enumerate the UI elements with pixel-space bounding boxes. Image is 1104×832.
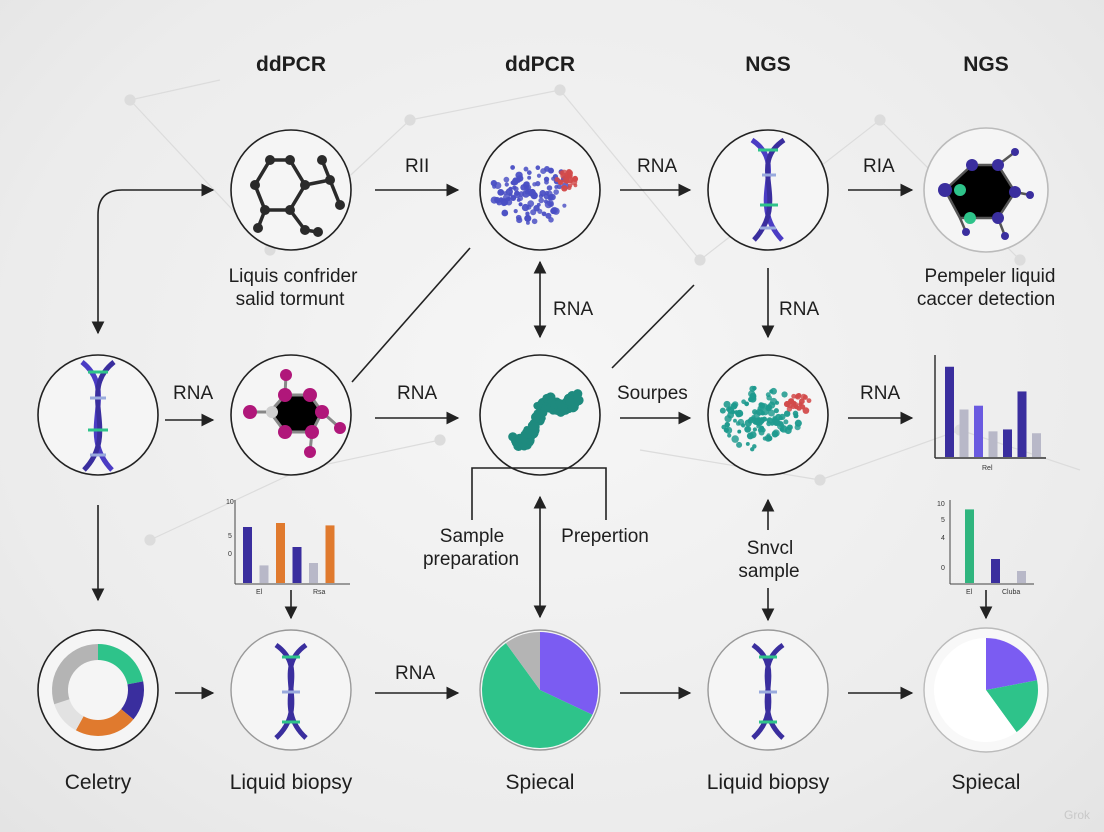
bar-right-bar bbox=[945, 366, 954, 457]
bottom-label: Spiecal bbox=[505, 771, 575, 794]
node-molecule-magenta bbox=[230, 354, 352, 476]
node-molecule-black bbox=[230, 129, 352, 251]
pie-right-slice bbox=[934, 638, 1017, 742]
bar-right-bar bbox=[1003, 429, 1012, 457]
pie-right-slice bbox=[986, 680, 1038, 733]
mini-right-ytick: 10 bbox=[937, 501, 945, 508]
arrow-left-loop bbox=[91, 183, 215, 335]
snvcl-label: sample bbox=[738, 561, 800, 582]
bottom-label: Spiecal bbox=[951, 771, 1021, 794]
donut-slice bbox=[54, 699, 84, 731]
node-caption: caccer detection bbox=[916, 289, 1056, 310]
node-pie-chart-right bbox=[923, 627, 1049, 753]
mini-right-xlabel: El bbox=[966, 589, 973, 596]
node-dna-helix-1 bbox=[707, 129, 829, 251]
arrows bbox=[91, 183, 993, 700]
node-protein-cluster bbox=[479, 129, 601, 251]
snvcl-label: Snvcl bbox=[746, 538, 794, 559]
mini-right-ytick: 0 bbox=[941, 565, 945, 572]
mini-left-xlabel: El bbox=[256, 589, 263, 596]
edge-label: RNA bbox=[860, 383, 901, 404]
node-dna-helix-3 bbox=[707, 629, 829, 751]
column-header: ddPCR bbox=[256, 53, 326, 76]
edge-label: RNA bbox=[395, 663, 436, 684]
edge-label: RNA bbox=[553, 299, 594, 320]
mini-left-bar bbox=[276, 523, 285, 583]
bar-right-bar bbox=[959, 409, 969, 457]
node-pie-chart-center bbox=[479, 629, 601, 751]
bottom-label: Liquid biopsy bbox=[229, 771, 353, 794]
pie-right-slice bbox=[986, 638, 1038, 690]
mini-bar-chart-left bbox=[234, 500, 350, 585]
bar-right-bar bbox=[1017, 391, 1027, 457]
node-protein-cluster-teal bbox=[707, 354, 829, 476]
diag-right bbox=[611, 284, 695, 369]
node-caption: Pempeler liquid bbox=[924, 266, 1056, 287]
mini-right-ytick: 5 bbox=[941, 517, 945, 524]
edge-label: RNA bbox=[779, 299, 820, 320]
donut-slice bbox=[75, 709, 134, 736]
edge-label: RIA bbox=[863, 156, 895, 177]
mini-right-ytick: 4 bbox=[941, 535, 945, 542]
diag-left bbox=[351, 247, 471, 383]
edge-label: RII bbox=[405, 156, 430, 177]
node-dna-helix-2 bbox=[230, 629, 352, 751]
node-caption: Liquis confrider bbox=[228, 266, 358, 287]
mini-right-xlabel: Cluba bbox=[1002, 589, 1020, 596]
column-header: NGS bbox=[745, 53, 791, 76]
bar-right-bar bbox=[974, 405, 983, 457]
node-donut-chart bbox=[37, 629, 159, 751]
edge-label: RNA bbox=[637, 156, 678, 177]
mini-left-ytick: 0 bbox=[228, 551, 232, 558]
node-molecule-purple bbox=[923, 127, 1049, 253]
prepertion-label: Prepertion bbox=[561, 526, 649, 547]
node-dna-helix-left bbox=[37, 354, 159, 476]
bottom-label: Celetry bbox=[64, 771, 132, 794]
mini-left-bar bbox=[325, 525, 335, 583]
mini-left-bar bbox=[292, 547, 302, 583]
mini-right-bar bbox=[991, 559, 1000, 583]
bar-right-bar bbox=[1032, 433, 1041, 457]
node-caption: salid tormunt bbox=[235, 289, 345, 310]
node-protein-chain bbox=[479, 354, 601, 476]
bar-chart-right bbox=[934, 355, 1046, 459]
pie-center-slice bbox=[540, 632, 598, 715]
bar-right-bar bbox=[988, 431, 998, 457]
sample-prep-label: preparation bbox=[422, 549, 520, 570]
edge-label: RNA bbox=[173, 383, 214, 404]
sample-prep-label: Sample bbox=[439, 526, 505, 547]
mini-right-bar bbox=[1017, 571, 1026, 583]
mini-right-bar bbox=[965, 509, 974, 583]
pie-center-slice bbox=[505, 632, 540, 690]
bar-right-xlabel: Rel bbox=[982, 465, 993, 472]
mini-left-ytick: 10 bbox=[226, 499, 234, 506]
mini-left-ytick: 5 bbox=[228, 533, 232, 540]
column-header: NGS bbox=[963, 53, 1009, 76]
mini-left-xlabel: Rsa bbox=[313, 589, 326, 596]
pie-center-slice bbox=[482, 643, 593, 748]
watermark: Grok bbox=[1063, 808, 1090, 822]
mini-bar-chart-right bbox=[949, 500, 1034, 585]
sample-prep-bracket bbox=[471, 467, 607, 520]
edge-label: Sourpes bbox=[617, 383, 688, 404]
mini-left-bar bbox=[259, 565, 269, 583]
column-header: ddPCR bbox=[505, 53, 575, 76]
donut-slice bbox=[98, 644, 144, 685]
edge-label: RNA bbox=[397, 383, 438, 404]
bottom-label: Liquid biopsy bbox=[706, 771, 830, 794]
mini-left-bar bbox=[243, 527, 252, 583]
donut-slice bbox=[51, 644, 98, 705]
mini-left-bar bbox=[309, 563, 318, 583]
donut-slice bbox=[121, 681, 145, 720]
